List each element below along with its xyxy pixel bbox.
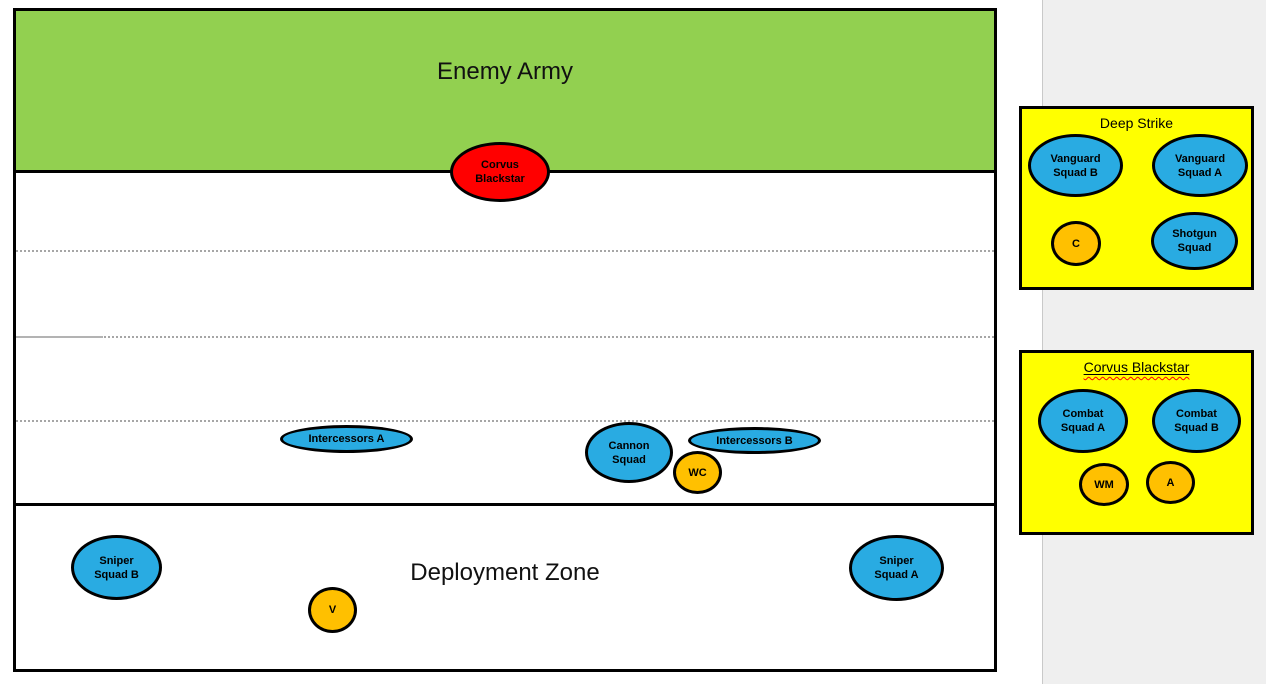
panel-corvus-blackstar-title-text: Corvus Blackstar bbox=[1083, 359, 1190, 375]
unit-intercessors-b-label: Intercessors B bbox=[716, 434, 793, 447]
deployment-zone-boundary bbox=[16, 503, 994, 506]
unit-vanguard-squad-a[interactable]: Vanguard Squad A bbox=[1152, 134, 1248, 197]
panel-corvus-blackstar-title: Corvus Blackstar bbox=[1022, 359, 1251, 376]
unit-cannon-squad[interactable]: Cannon Squad bbox=[585, 422, 673, 483]
unit-c[interactable]: C bbox=[1051, 221, 1101, 266]
panel-corvus-blackstar: Corvus Blackstar Combat Squad A Combat Sq… bbox=[1019, 350, 1254, 535]
unit-wm[interactable]: WM bbox=[1079, 463, 1129, 506]
unit-sniper-squad-a-label: Sniper Squad A bbox=[874, 555, 919, 581]
unit-a[interactable]: A bbox=[1146, 461, 1195, 504]
unit-corvus-blackstar-label: Corvus Blackstar bbox=[475, 159, 525, 185]
unit-v-label: V bbox=[328, 604, 337, 616]
unit-intercessors-a-label: Intercessors A bbox=[308, 433, 385, 445]
unit-intercessors-a[interactable]: Intercessors A bbox=[280, 425, 413, 453]
unit-a-label: A bbox=[1166, 476, 1175, 489]
unit-vanguard-squad-a-label: Vanguard Squad A bbox=[1174, 152, 1226, 179]
unit-combat-squad-b-label: Combat Squad B bbox=[1174, 408, 1219, 434]
panel-deep-strike-title-text: Deep Strike bbox=[1099, 115, 1174, 131]
panel-deep-strike-title: Deep Strike bbox=[1022, 115, 1251, 132]
range-gridline-3 bbox=[16, 420, 994, 422]
unit-wc[interactable]: WC bbox=[673, 451, 722, 494]
range-gridline-1 bbox=[16, 250, 994, 252]
unit-wm-label: WM bbox=[1094, 478, 1114, 491]
enemy-army-zone-label: Enemy Army bbox=[436, 58, 574, 85]
canvas-gray-margin bbox=[1042, 0, 1266, 684]
unit-combat-squad-b[interactable]: Combat Squad B bbox=[1152, 389, 1241, 453]
unit-vanguard-squad-b-label: Vanguard Squad B bbox=[1050, 152, 1101, 179]
unit-combat-squad-a[interactable]: Combat Squad A bbox=[1038, 389, 1128, 453]
panel-deep-strike: Deep Strike Vanguard Squad B Vanguard Squ… bbox=[1019, 106, 1254, 290]
unit-wc-label: WC bbox=[688, 466, 707, 479]
unit-intercessors-b[interactable]: Intercessors B bbox=[688, 427, 821, 454]
unit-corvus-blackstar[interactable]: Corvus Blackstar bbox=[450, 142, 550, 202]
unit-cannon-squad-label: Cannon Squad bbox=[608, 439, 650, 466]
unit-sniper-squad-b-label: Sniper Squad B bbox=[94, 554, 139, 581]
battlefield-map: Enemy Army Deployment Zone Corvus Blacks… bbox=[13, 8, 997, 672]
unit-c-label: C bbox=[1072, 237, 1080, 250]
unit-vanguard-squad-b[interactable]: Vanguard Squad B bbox=[1028, 134, 1123, 197]
unit-sniper-squad-a[interactable]: Sniper Squad A bbox=[849, 535, 944, 601]
range-gridline-2-solid-segment bbox=[16, 336, 103, 338]
unit-sniper-squad-b[interactable]: Sniper Squad B bbox=[71, 535, 162, 600]
unit-v[interactable]: V bbox=[308, 587, 357, 633]
unit-shotgun-squad-label: Shotgun Squad bbox=[1172, 228, 1217, 254]
spellcheck-squiggle: Corvus Blackstar bbox=[1084, 359, 1190, 375]
deployment-zone-label: Deployment Zone bbox=[410, 559, 600, 586]
unit-combat-squad-a-label: Combat Squad A bbox=[1060, 408, 1106, 434]
range-gridline-2 bbox=[16, 336, 994, 338]
unit-shotgun-squad[interactable]: Shotgun Squad bbox=[1151, 212, 1238, 270]
